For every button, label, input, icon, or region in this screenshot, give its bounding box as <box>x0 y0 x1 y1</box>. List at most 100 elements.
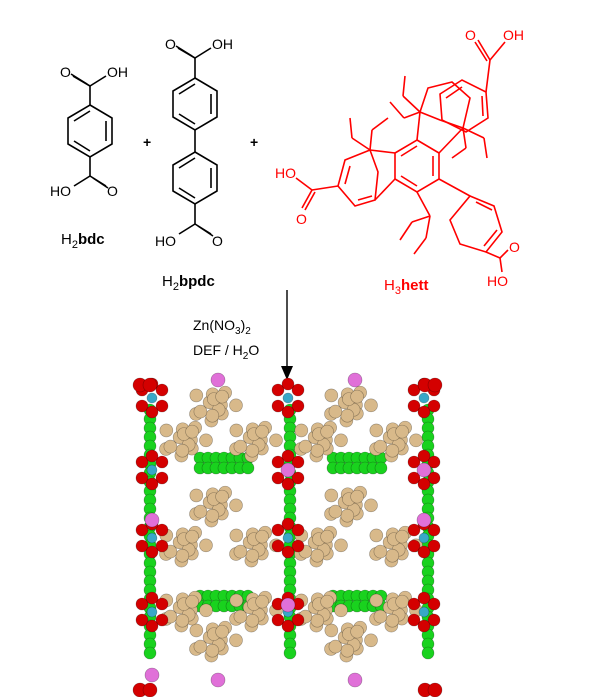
bpdc-oh-top: OH <box>212 36 233 52</box>
carbon-atom <box>255 594 269 609</box>
oxygen-atom <box>417 405 431 419</box>
linker-atom <box>421 646 435 660</box>
carbon-atom <box>320 529 334 544</box>
oxygen-atom <box>271 471 285 485</box>
oxygen-atom <box>155 597 169 611</box>
hett-o-top: O <box>465 27 476 43</box>
oxygen-atom <box>291 523 305 537</box>
bpdc-o-bottom: O <box>212 233 223 249</box>
carbon-atom <box>215 489 229 504</box>
oxygen-atom <box>291 399 305 413</box>
oxygen-atom <box>271 399 285 413</box>
zinc-atom <box>210 372 226 388</box>
carbon-atom <box>373 544 388 559</box>
h3hett-structure <box>295 39 509 273</box>
oxygen-atom <box>155 539 169 553</box>
oxygen-atom <box>155 399 169 413</box>
carbon-atom <box>364 498 378 513</box>
carbon-atom <box>233 609 248 624</box>
node-atom <box>418 606 430 618</box>
oxygen-atom <box>417 619 431 633</box>
oxygen-atom <box>271 613 285 627</box>
zinc-atom <box>416 462 432 478</box>
carbon-atom <box>373 609 388 624</box>
carbon-atom <box>175 548 190 563</box>
node-atom <box>146 606 158 618</box>
linker-atom <box>374 461 388 475</box>
carbon-atom <box>205 408 220 423</box>
oxygen-atom <box>145 449 159 463</box>
linker-atom <box>283 646 297 660</box>
carbon-atom <box>334 538 348 553</box>
oxygen-atom <box>145 545 159 559</box>
carbon-atom <box>163 439 178 454</box>
oxygen-atom <box>135 399 149 413</box>
carbon-atom <box>205 508 220 523</box>
carbon-atom <box>395 529 409 544</box>
carbon-atom <box>310 548 325 563</box>
carbon-atom <box>229 528 244 543</box>
carbon-atom <box>175 443 190 458</box>
oxygen-atom <box>155 455 169 469</box>
oxygen-atom <box>142 377 158 393</box>
carbon-atom <box>229 423 244 438</box>
carbon-atom <box>350 624 364 639</box>
oxygen-atom <box>135 539 149 553</box>
oxygen-atom <box>145 619 159 633</box>
carbon-atom <box>245 613 260 628</box>
oxygen-atom <box>281 517 295 531</box>
carbon-atom <box>159 423 174 438</box>
oxygen-atom <box>417 477 431 491</box>
oxygen-atom <box>281 619 295 633</box>
carbon-atom <box>320 594 334 609</box>
oxygen-atom <box>291 383 305 397</box>
h2bpdc-label: H2bpdc <box>162 273 215 293</box>
carbon-atom <box>373 439 388 454</box>
carbon-atom <box>229 633 243 648</box>
carbon-atom <box>334 603 348 618</box>
oxygen-atom <box>291 471 305 485</box>
hett-ho-left: HO <box>275 165 296 181</box>
carbon-atom <box>409 433 423 448</box>
oxygen-atom <box>427 613 441 627</box>
carbon-atom <box>334 433 348 448</box>
carbon-atom <box>245 443 260 458</box>
carbon-atom <box>369 528 384 543</box>
carbon-atom <box>245 548 260 563</box>
oxygen-atom <box>407 523 421 537</box>
carbon-atom <box>298 439 313 454</box>
oxygen-atom <box>407 613 421 627</box>
carbon-atom <box>233 544 248 559</box>
oxygen-atom <box>407 399 421 413</box>
carbon-atom <box>340 408 355 423</box>
oxygen-atom <box>407 455 421 469</box>
carbon-atom <box>385 548 400 563</box>
linker-atom <box>143 646 157 660</box>
node-atom <box>146 532 158 544</box>
zinc-atom <box>280 462 296 478</box>
carbon-atom <box>369 423 384 438</box>
zinc-atom <box>416 512 432 528</box>
oxygen-atom <box>281 405 295 419</box>
oxygen-atom <box>407 539 421 553</box>
plus-sign-2: + <box>250 134 258 150</box>
carbon-atom <box>185 424 199 439</box>
oxygen-atom <box>155 523 169 537</box>
carbon-atom <box>229 498 243 513</box>
carbon-atom <box>255 424 269 439</box>
zinc-atom <box>144 512 160 528</box>
oxygen-atom <box>427 471 441 485</box>
oxygen-atom <box>427 597 441 611</box>
oxygen-atom <box>407 471 421 485</box>
carbon-atom <box>369 593 384 608</box>
bdc-ho-bottom: HO <box>50 183 71 199</box>
carbon-atom <box>294 423 309 438</box>
carbon-atom <box>205 643 220 658</box>
hett-ho-right: HO <box>487 273 508 289</box>
carbon-atom <box>328 504 343 519</box>
zinc-atom <box>347 372 363 388</box>
hett-oh-top: OH <box>503 27 524 43</box>
h3hett-label: H3hett <box>384 277 428 297</box>
h2bpdc-structure <box>172 45 218 237</box>
